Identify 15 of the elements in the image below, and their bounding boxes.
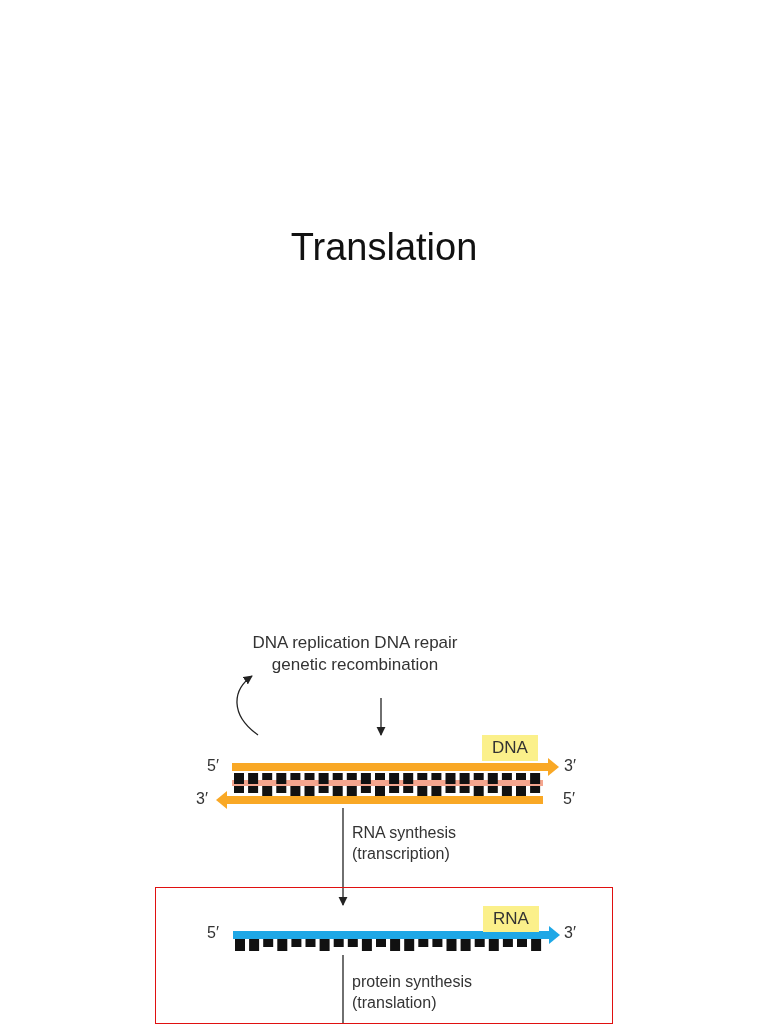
connector-line [342, 954, 344, 1024]
strand-end-label: 3′ [564, 924, 576, 942]
strand-end-label: 5′ [207, 757, 219, 775]
molecule-tag: RNA [483, 906, 539, 932]
arrow [338, 807, 348, 906]
strand-end-label: 5′ [207, 924, 219, 942]
rectangular-frame [155, 887, 613, 1024]
strand-end-label: 5′ [563, 790, 575, 808]
arrow [236, 675, 259, 736]
process-text: DNA replication DNA repair genetic recombination [252, 632, 458, 698]
strand-end-label: 3′ [196, 790, 208, 808]
strand-end-label: 3′ [564, 757, 576, 775]
slide-title: Translation [290, 226, 478, 269]
molecule-tag: DNA [482, 735, 538, 761]
arrow [376, 697, 386, 736]
